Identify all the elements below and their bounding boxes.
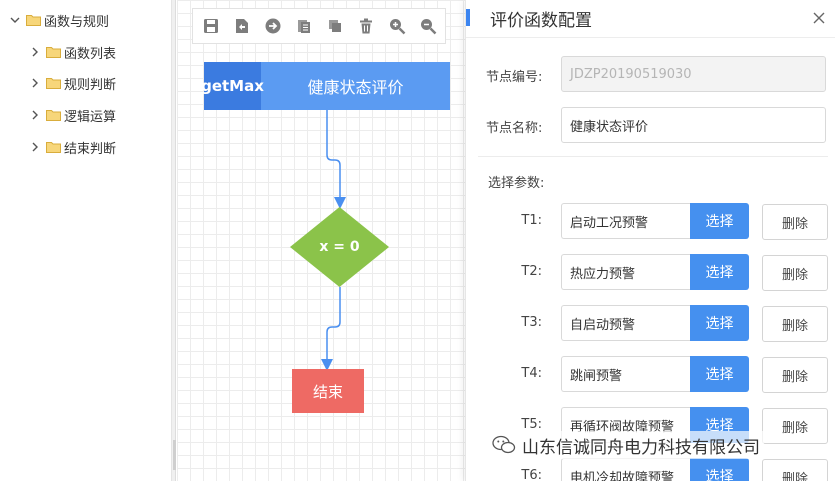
condition-node[interactable]: x = 0 xyxy=(290,207,389,287)
param-delete-button[interactable]: 删除 xyxy=(762,459,828,481)
wechat-icon xyxy=(492,435,516,454)
save-button[interactable] xyxy=(195,9,226,43)
close-icon[interactable] xyxy=(811,10,827,26)
tree-item-label: 逻辑运算 xyxy=(64,109,117,125)
folder-icon xyxy=(46,142,61,153)
param-label: T6: xyxy=(521,468,542,481)
save-icon xyxy=(203,19,218,33)
tree-item-label: 规则判断 xyxy=(64,77,117,93)
copy-button[interactable] xyxy=(288,9,319,43)
delete-button[interactable] xyxy=(350,9,381,43)
param-input[interactable]: 启动工况预警 xyxy=(561,203,691,239)
node-name-label: 节点名称: xyxy=(486,121,543,136)
copy-icon xyxy=(297,20,310,33)
delete-icon xyxy=(359,18,372,34)
function-tree-panel: 函数与规则 函数列表 规则判断 逻辑运算 结束判断 xyxy=(0,0,172,481)
export-button[interactable] xyxy=(226,9,257,43)
chevron-down-icon[interactable] xyxy=(8,13,22,27)
condition-text: x = 0 xyxy=(319,239,360,255)
title-accent-bar xyxy=(466,9,470,26)
tree-root-label: 函数与规则 xyxy=(44,14,110,30)
node-title: 健康状态评价 xyxy=(307,78,404,97)
param-input[interactable]: 跳闸预警 xyxy=(561,356,691,392)
zoom-out-button[interactable] xyxy=(412,9,443,43)
paste-icon xyxy=(328,20,341,32)
param-label: T2: xyxy=(521,264,542,279)
param-select-button[interactable]: 选择 xyxy=(690,203,749,239)
param-delete-button[interactable]: 删除 xyxy=(762,204,828,240)
chevron-right-icon[interactable] xyxy=(28,108,42,122)
divider xyxy=(478,156,828,157)
start-node[interactable]: getMax 健康状态评价 xyxy=(201,62,450,110)
chevron-right-icon[interactable] xyxy=(28,140,42,154)
folder-icon xyxy=(46,110,61,121)
scrollbar-thumb[interactable] xyxy=(173,440,176,470)
param-label: T4: xyxy=(521,366,542,381)
param-delete-button[interactable]: 删除 xyxy=(762,255,828,291)
zoom-in-button[interactable] xyxy=(381,9,412,43)
param-delete-button[interactable]: 删除 xyxy=(762,306,828,342)
tree-item-function-list[interactable]: 函数列表 xyxy=(28,41,116,63)
tree-item-rule-judgment[interactable]: 规则判断 xyxy=(28,72,116,94)
param-select-button[interactable]: 选择 xyxy=(690,458,749,481)
config-panel: 评价函数配置 节点编号: JDZP20190519030 节点名称: 健康状态评… xyxy=(465,0,835,481)
node-function-name: getMax xyxy=(201,62,264,110)
arrow-right-icon xyxy=(265,18,280,34)
param-input[interactable]: 电机冷却故障预警 xyxy=(561,458,691,481)
next-step-button[interactable] xyxy=(257,9,288,43)
node-name-field[interactable]: 健康状态评价 xyxy=(561,107,826,143)
node-id-field: JDZP20190519030 xyxy=(561,56,826,92)
zoom-in-icon xyxy=(389,19,405,35)
tree-item-end-judgment[interactable]: 结束判断 xyxy=(28,136,116,158)
diamond-shape xyxy=(290,207,389,287)
splitter-bar[interactable] xyxy=(172,0,176,481)
param-delete-button[interactable]: 删除 xyxy=(762,357,828,393)
folder-icon xyxy=(26,15,41,26)
watermark-text: 山东信诚同舟电力科技有限公司 xyxy=(522,437,760,458)
param-select-button[interactable]: 选择 xyxy=(690,305,749,341)
end-node[interactable]: 结束 xyxy=(292,369,364,413)
company-watermark: 山东信诚同舟电力科技有限公司 xyxy=(488,431,764,459)
tree-root-item[interactable]: 函数与规则 xyxy=(8,9,109,31)
param-label: T3: xyxy=(521,315,542,330)
param-delete-button[interactable]: 删除 xyxy=(762,408,828,444)
divider xyxy=(466,37,835,38)
param-label: T5: xyxy=(521,417,542,432)
tree-item-label: 函数列表 xyxy=(64,46,117,62)
folder-icon xyxy=(46,78,61,89)
param-input[interactable]: 热应力预警 xyxy=(561,254,691,290)
param-select-button[interactable]: 选择 xyxy=(690,254,749,290)
folder-icon xyxy=(46,47,61,58)
param-select-button[interactable]: 选择 xyxy=(690,356,749,392)
panel-title: 评价函数配置 xyxy=(490,11,592,31)
param-label: T1: xyxy=(521,213,542,228)
zoom-out-icon xyxy=(420,19,436,35)
tree-item-label: 结束判断 xyxy=(64,141,117,157)
chevron-right-icon[interactable] xyxy=(28,76,42,90)
paste-button[interactable] xyxy=(319,9,350,43)
chevron-right-icon[interactable] xyxy=(28,45,42,59)
node-id-label: 节点编号: xyxy=(486,70,543,85)
tree-item-logic-operation[interactable]: 逻辑运算 xyxy=(28,104,116,126)
param-input[interactable]: 自启动预警 xyxy=(561,305,691,341)
canvas-toolbar xyxy=(192,8,446,44)
params-label: 选择参数: xyxy=(488,176,545,191)
export-icon xyxy=(235,19,248,33)
